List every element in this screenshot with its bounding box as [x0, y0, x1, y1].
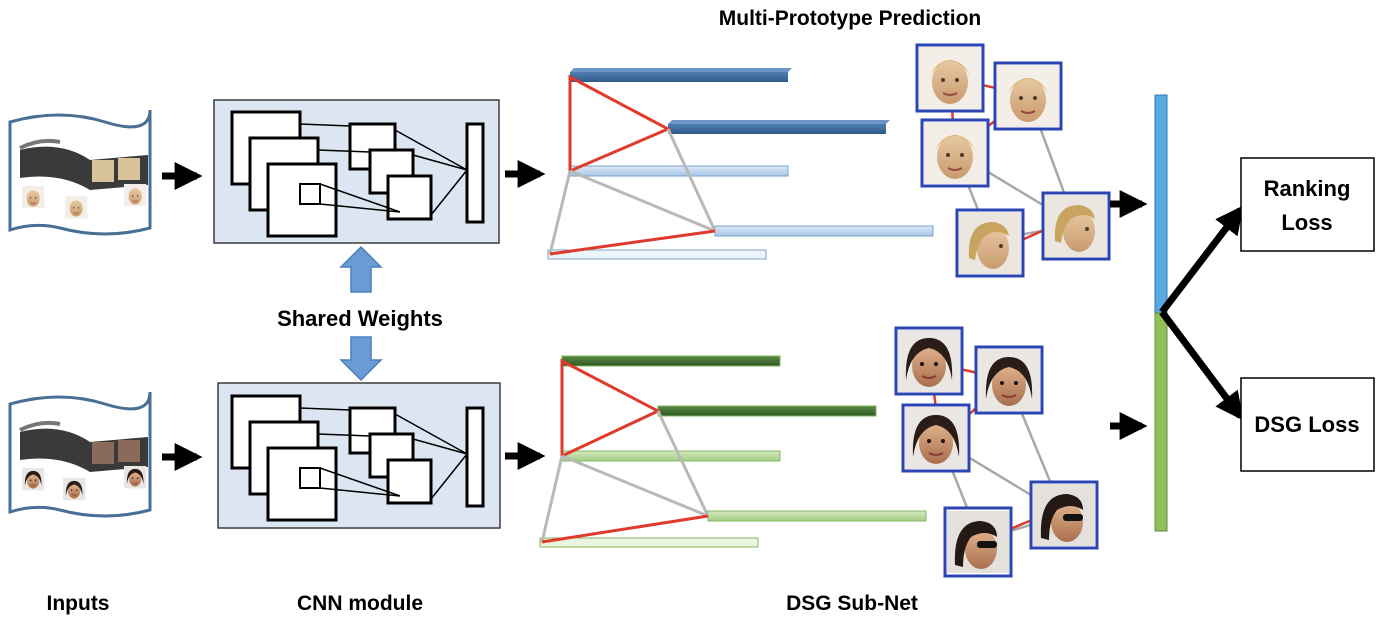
ranking-loss-box	[1240, 157, 1375, 252]
dsg-subnet-bottom	[539, 355, 927, 548]
feature-bar	[561, 355, 781, 367]
input-film-strip-bottom	[8, 391, 152, 518]
input-film-strip-top	[8, 109, 152, 236]
prototype-faces-bottom	[894, 326, 1099, 578]
dsg-loss-label: DSG Loss	[1254, 412, 1359, 437]
feature-bar	[561, 450, 781, 462]
arrow-up-down-icon	[339, 245, 383, 293]
prototype-faces-top	[915, 43, 1111, 278]
feature-bar	[657, 405, 877, 417]
arrow-right-icon	[1159, 205, 1244, 315]
arrow-right-icon	[1159, 309, 1244, 421]
combined-feature-bar	[1154, 94, 1168, 532]
face-thumbnail-icon	[894, 326, 1099, 578]
feature-bar	[707, 510, 927, 522]
cnn-module-bottom	[217, 382, 501, 529]
feature-bar	[547, 249, 767, 260]
feature-bar	[539, 537, 759, 548]
feature-bar	[668, 124, 886, 134]
face-thumbnail-icon	[915, 43, 1111, 278]
film-strip-icon	[19, 420, 148, 472]
shared-weights-label: Shared Weights	[277, 306, 443, 331]
feature-bar	[714, 225, 934, 237]
dsg-loss-box	[1240, 377, 1375, 472]
dsg-subnet-label: DSG Sub-Net	[786, 592, 918, 615]
cnn-module-label: CNN module	[297, 592, 423, 615]
ranking-loss-label-line2: Loss	[1281, 210, 1332, 235]
feature-bar	[570, 72, 788, 82]
diagram-title: Multi-Prototype Prediction	[719, 7, 982, 30]
cnn-module-top	[213, 99, 500, 244]
arrow-up-down-icon	[339, 336, 383, 382]
dsg-subnet-top	[547, 68, 934, 260]
ranking-loss-label: Ranking	[1264, 176, 1351, 201]
feature-bar	[569, 165, 789, 177]
inputs-label: Inputs	[47, 592, 110, 615]
film-strip-icon	[19, 138, 148, 190]
